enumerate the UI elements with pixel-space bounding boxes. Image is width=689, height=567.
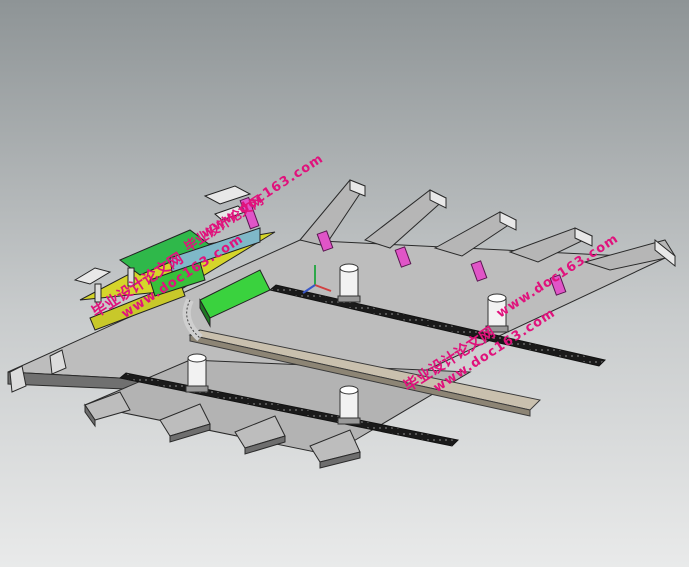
cylinder-4 — [337, 385, 361, 425]
cylinder-2 — [485, 293, 509, 333]
pink-posts — [239, 196, 567, 296]
cylinders — [185, 263, 509, 425]
clamp-assembly — [73, 185, 276, 331]
coordinate-axes-icon — [302, 265, 332, 294]
drag-chain — [182, 298, 203, 341]
cylinder-3 — [185, 353, 209, 393]
cylinder-1 — [337, 263, 361, 303]
chain-upper — [268, 284, 606, 367]
